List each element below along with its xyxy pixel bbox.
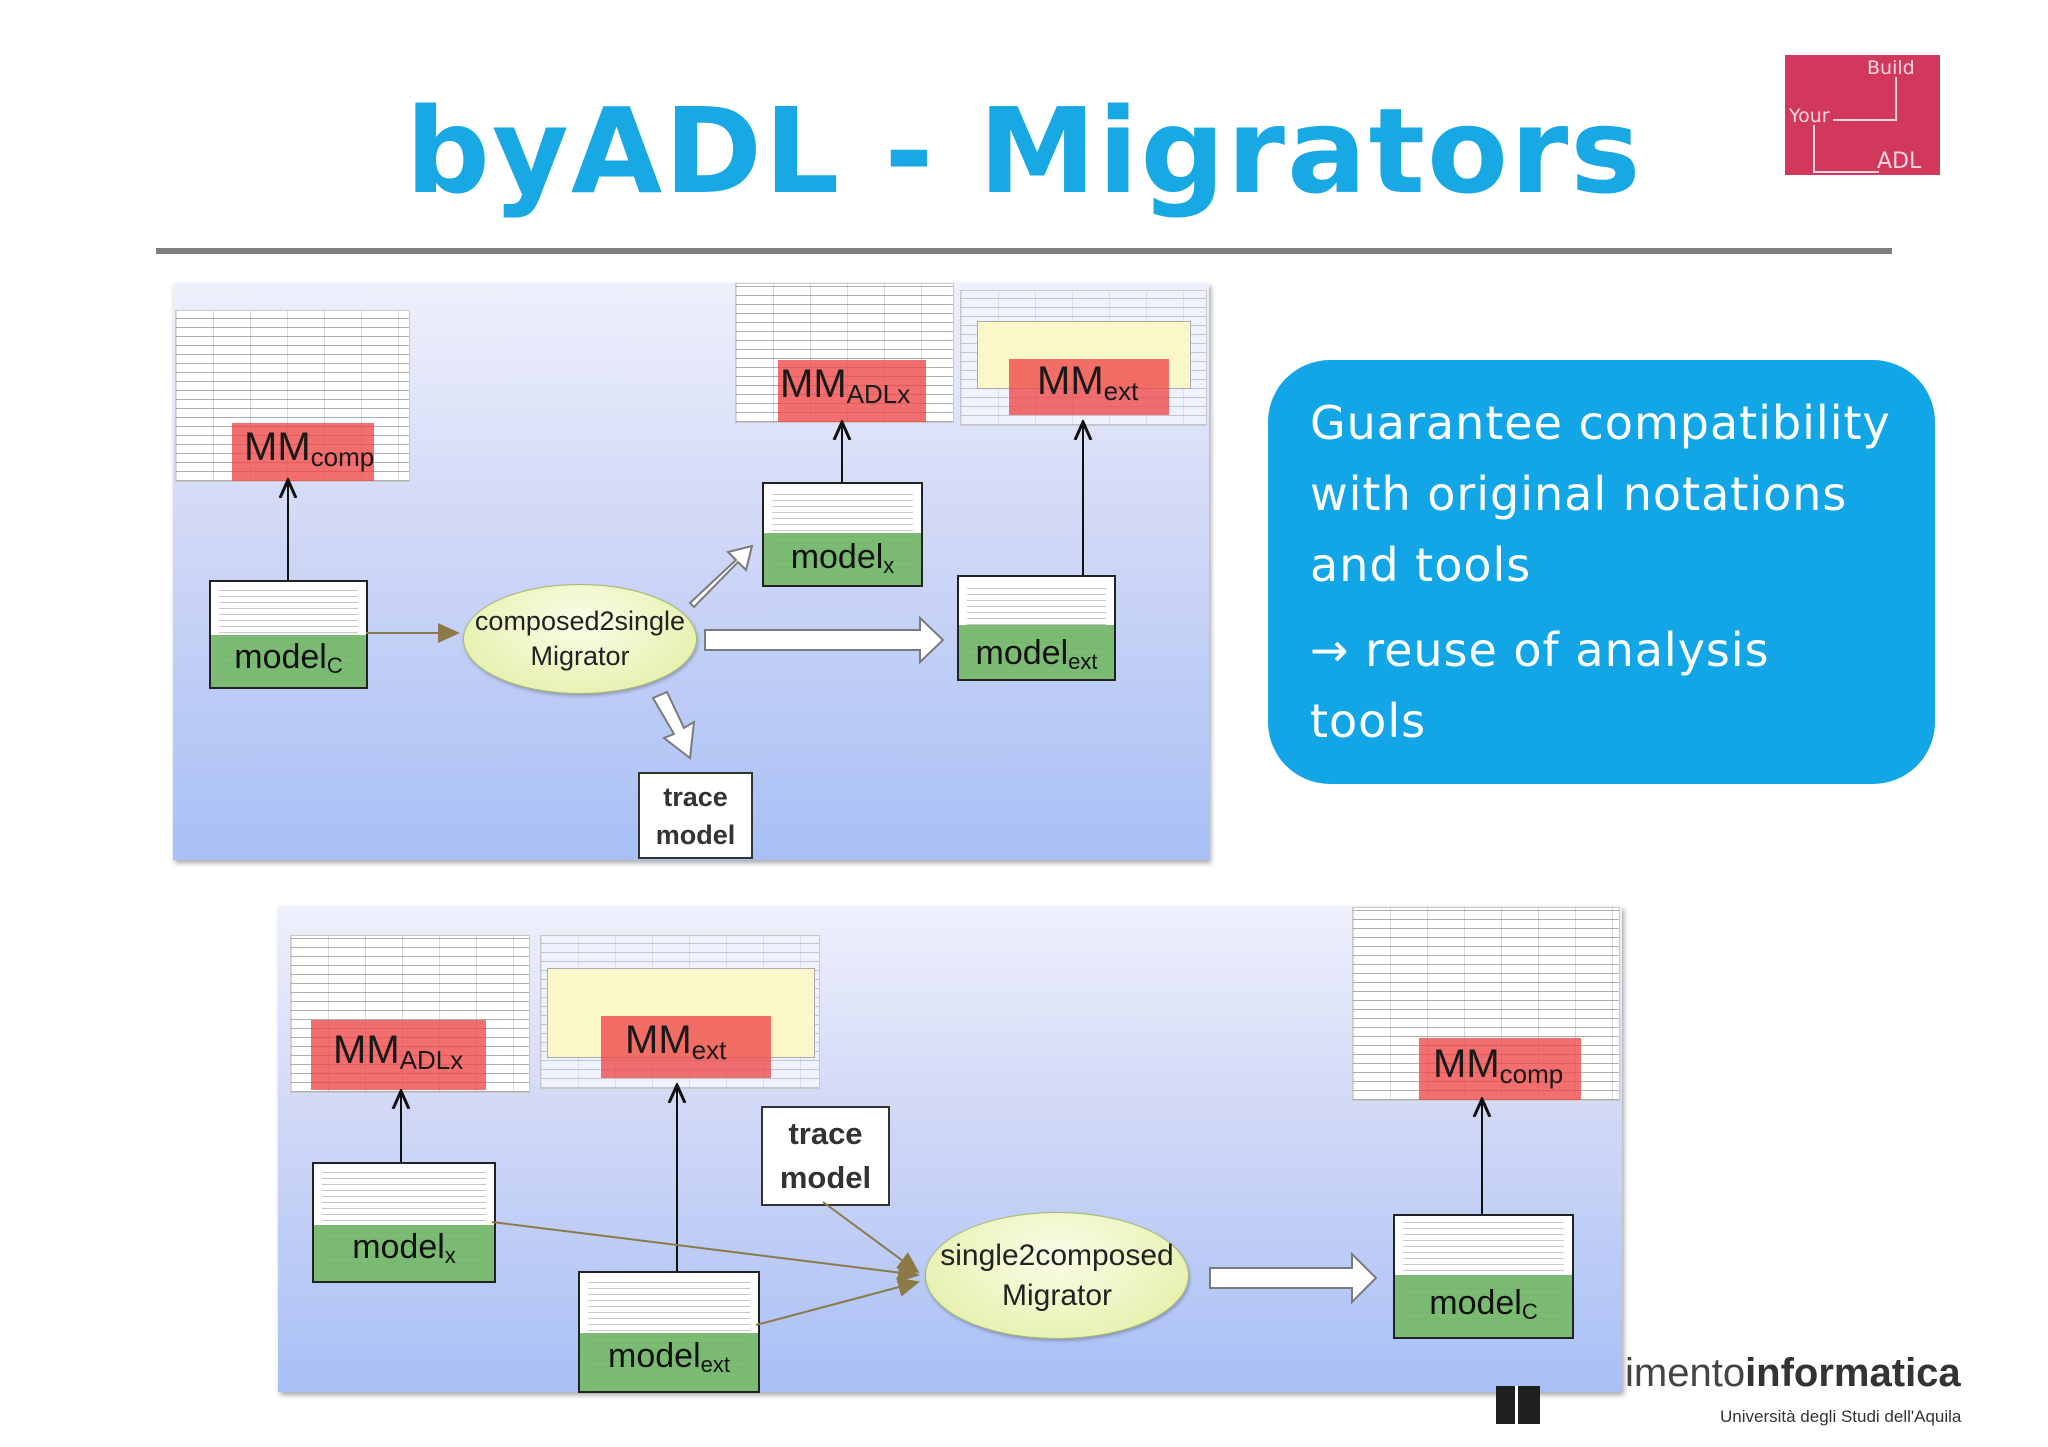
trace-model-line-2: model bbox=[779, 1160, 872, 1195]
logo-line bbox=[1813, 125, 1815, 173]
mm-ext-sub: ext bbox=[1103, 376, 1139, 406]
benefit-callout: Guarantee compatibility with original no… bbox=[1268, 360, 1935, 784]
composed2single-migrator: composed2single Migrator bbox=[463, 584, 697, 694]
brand-light: imento bbox=[1625, 1351, 1746, 1395]
build-your-adl-logo: Build Your ADL bbox=[1785, 55, 1940, 175]
trace-model-line-2: model bbox=[655, 819, 736, 850]
input-arrow bbox=[822, 1201, 920, 1274]
output-block-arrow bbox=[1209, 1251, 1378, 1305]
mm-ext-main: MM bbox=[625, 1018, 692, 1062]
migrator-name: single2composed bbox=[940, 1238, 1174, 1272]
mm-comp-sub: comp bbox=[310, 442, 375, 472]
model-ext-main: model bbox=[975, 634, 1069, 672]
model-x-main: model bbox=[790, 538, 884, 576]
mm-adlx-main: MM bbox=[780, 362, 847, 406]
logo-line bbox=[1833, 119, 1897, 121]
footer-logo-mark bbox=[1496, 1386, 1540, 1424]
trace-model-line-1: trace bbox=[663, 781, 728, 812]
logo-line bbox=[1813, 171, 1879, 173]
mm-ext-sub: ext bbox=[691, 1035, 727, 1065]
trace-block-arrow bbox=[651, 690, 696, 760]
model-c-box: modelC bbox=[209, 580, 368, 689]
output-block-arrow bbox=[704, 615, 945, 665]
single2composed-migrator: single2composed Migrator bbox=[925, 1212, 1189, 1339]
logo-line bbox=[1895, 77, 1897, 121]
mm-comp-metamodel: MMcomp bbox=[1352, 907, 1620, 1101]
output-block-arrow bbox=[688, 544, 754, 609]
migrator-name: composed2single bbox=[474, 606, 686, 636]
callout-line-1: Guarantee compatibility bbox=[1310, 396, 1891, 450]
migrator-kind: Migrator bbox=[530, 641, 630, 671]
logo-word-your: Your bbox=[1789, 105, 1830, 127]
mm-comp-sub: comp bbox=[1499, 1059, 1564, 1089]
mm-adlx-metamodel: MMADLx bbox=[290, 935, 530, 1093]
title-divider bbox=[156, 248, 1892, 254]
mm-ext-metamodel: MMext bbox=[540, 935, 820, 1089]
model-ext-box: modelext bbox=[578, 1271, 760, 1393]
slide-title: byADL - Migrators bbox=[405, 82, 1643, 220]
university-name: Università degli Studi dell'Aquila bbox=[1720, 1407, 1962, 1426]
mm-comp-main: MM bbox=[244, 425, 311, 469]
brand-bold: informatica bbox=[1745, 1351, 1961, 1395]
mm-adlx-sub: ADLx bbox=[846, 379, 911, 409]
model-ext-box: modelext bbox=[957, 575, 1116, 681]
model-x-box: modelx bbox=[312, 1162, 496, 1283]
footer-logo-mark-gap bbox=[1515, 1386, 1518, 1424]
department-brand: imentoinformatica bbox=[1625, 1351, 1961, 1396]
logo-word-adl: ADL bbox=[1877, 149, 1922, 174]
callout-arrow-icon: → bbox=[1310, 623, 1350, 677]
input-arrow bbox=[491, 1221, 920, 1283]
model-ext-sub: ext bbox=[700, 1352, 730, 1377]
mm-ext-main: MM bbox=[1037, 359, 1104, 403]
callout-line-2: with original notations bbox=[1310, 467, 1848, 521]
mm-adlx-sub: ADLx bbox=[399, 1045, 464, 1075]
model-ext-sub: ext bbox=[1068, 649, 1098, 674]
model-x-main: model bbox=[352, 1228, 445, 1266]
model-x-box: modelx bbox=[762, 482, 923, 587]
model-c-box: modelC bbox=[1393, 1214, 1574, 1339]
model-x-sub: x bbox=[444, 1243, 456, 1268]
model-c-main: model bbox=[234, 638, 327, 676]
model-x-sub: x bbox=[883, 553, 895, 578]
callout-line-5: tools bbox=[1310, 694, 1427, 748]
model-c-main: model bbox=[1429, 1284, 1522, 1322]
trace-model-box: trace model bbox=[761, 1106, 890, 1206]
mm-comp-main: MM bbox=[1433, 1042, 1500, 1086]
logo-word-build: Build bbox=[1867, 57, 1915, 79]
model-ext-main: model bbox=[608, 1337, 701, 1375]
mm-adlx-main: MM bbox=[333, 1028, 400, 1072]
callout-line-4: reuse of analysis bbox=[1365, 623, 1770, 677]
input-arrow bbox=[755, 1277, 920, 1326]
mm-adlx-metamodel: MMADLx bbox=[735, 283, 954, 423]
trace-model-line-1: trace bbox=[788, 1116, 863, 1151]
callout-line-3: and tools bbox=[1310, 538, 1532, 592]
migrator-kind: Migrator bbox=[1001, 1278, 1113, 1312]
model-c-sub: C bbox=[1521, 1299, 1538, 1324]
model-c-sub: C bbox=[326, 653, 343, 678]
trace-model-box: trace model bbox=[638, 772, 753, 859]
mm-comp-metamodel: MMcomp bbox=[175, 310, 410, 482]
